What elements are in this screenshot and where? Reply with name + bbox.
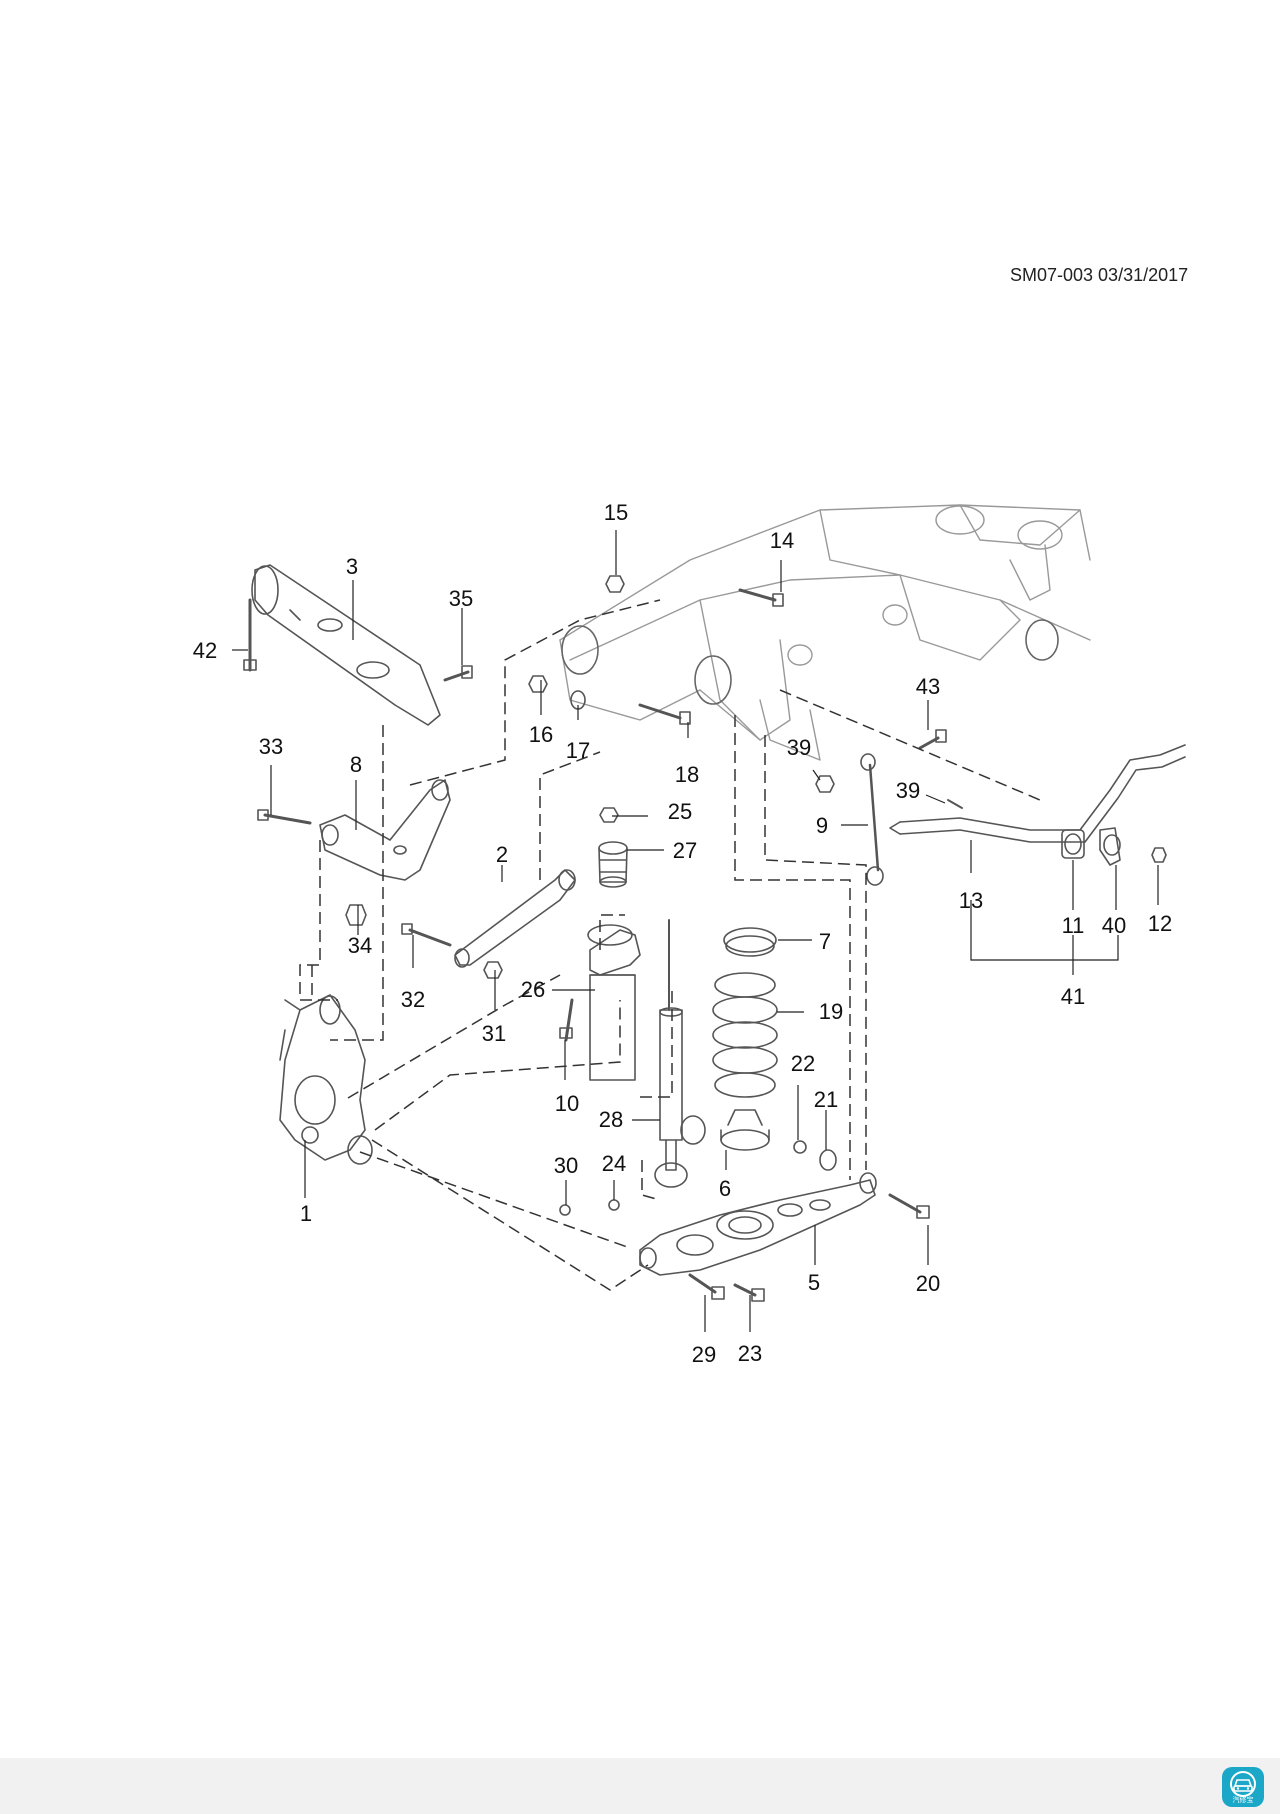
callout-33: 33 xyxy=(258,734,284,759)
part-19-spring-drawing xyxy=(712,972,778,1098)
callout-14: 14 xyxy=(769,528,795,553)
callout-1: 1 xyxy=(299,1201,313,1226)
callout-39-upper: 39 xyxy=(786,735,812,760)
app-badge-button[interactable]: 汽修宝 xyxy=(1222,1767,1264,1807)
callout-21: 21 xyxy=(813,1087,839,1112)
callout-2: 2 xyxy=(495,842,509,867)
callout-40: 40 xyxy=(1101,913,1127,938)
callout-7: 7 xyxy=(818,929,832,954)
callout-35: 35 xyxy=(448,586,474,611)
part-5-lower-arm-drawing xyxy=(639,1172,877,1276)
callout-43: 43 xyxy=(915,674,941,699)
part-40-clamp-drawing xyxy=(1099,827,1121,866)
callout-17: 17 xyxy=(565,738,591,763)
callout-29: 29 xyxy=(691,1342,717,1367)
document-code: SM07-003 03/31/2017 xyxy=(1010,265,1189,285)
part-13-stabilizer-bar-drawing xyxy=(889,744,1186,843)
callout-26: 26 xyxy=(520,977,546,1002)
part-27-bump-stop-drawing xyxy=(598,841,628,888)
part-7-spring-seat-drawing xyxy=(723,927,777,957)
callout-10: 10 xyxy=(554,1091,580,1116)
callout-20: 20 xyxy=(915,1271,941,1296)
callout-11: 11 xyxy=(1061,913,1085,938)
callout-25: 25 xyxy=(667,799,693,824)
callout-32: 32 xyxy=(400,987,426,1012)
callout-42: 42 xyxy=(192,638,218,663)
callout-34: 34 xyxy=(347,933,373,958)
callout-24: 24 xyxy=(601,1151,627,1176)
leader-lines xyxy=(232,530,1159,1332)
part-6-seat-drawing xyxy=(720,1109,770,1151)
callout-13: 13 xyxy=(958,888,984,913)
callout-15: 15 xyxy=(603,500,629,525)
callout-6: 6 xyxy=(718,1176,732,1201)
callout-27: 27 xyxy=(672,838,698,863)
callout-22: 22 xyxy=(790,1051,816,1076)
callout-3: 3 xyxy=(345,554,359,579)
callout-23: 23 xyxy=(737,1341,763,1366)
part-26-boot-drawing xyxy=(587,924,641,1081)
app-badge-label: 汽修宝 xyxy=(1232,1796,1254,1804)
part-28-shock-drawing xyxy=(654,919,706,1188)
subframe-drawing xyxy=(559,504,1091,761)
callout-12: 12 xyxy=(1147,911,1173,936)
part-3-upper-arm-drawing xyxy=(251,564,441,726)
part-9-link-drawing xyxy=(860,753,884,886)
bottom-bar xyxy=(0,1758,1280,1814)
callout-28: 28 xyxy=(598,1107,624,1132)
callout-8: 8 xyxy=(349,752,363,777)
callout-18: 18 xyxy=(674,762,700,787)
part-8-link-drawing xyxy=(319,779,451,881)
callout-19: 19 xyxy=(818,999,844,1024)
callout-16: 16 xyxy=(528,722,554,747)
callout-9: 9 xyxy=(815,813,829,838)
callout-39-lower: 39 xyxy=(895,778,921,803)
part-11-bushing-drawing xyxy=(1061,829,1085,859)
dashed-assembly-lines xyxy=(299,599,1041,1291)
car-service-icon xyxy=(1230,1771,1256,1797)
callout-30: 30 xyxy=(553,1153,579,1178)
part-1-knuckle-drawing xyxy=(279,994,373,1165)
callout-5: 5 xyxy=(807,1270,821,1295)
callout-41: 41 xyxy=(1060,984,1086,1009)
part-2-link-drawing xyxy=(454,869,576,968)
callout-31: 31 xyxy=(481,1021,507,1046)
